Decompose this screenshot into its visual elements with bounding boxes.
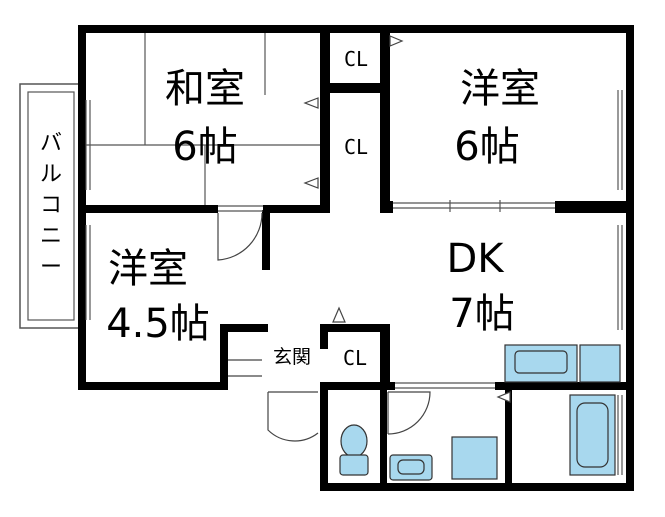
- yoshitsu-w-name: 洋室: [108, 246, 188, 292]
- balcony-char-3: コ: [40, 193, 62, 218]
- yoshitsu-ne-size: 6帖: [454, 124, 519, 170]
- washitsu-name: 和室: [165, 66, 245, 112]
- washitsu-size: 6帖: [172, 124, 237, 170]
- genkan-label: 玄関: [273, 346, 311, 368]
- closet-arrows: [303, 35, 511, 403]
- kitchen-sink-icon: [504, 344, 578, 383]
- washing-machine-pan-icon: [451, 436, 498, 480]
- walls: [78, 25, 634, 491]
- balcony-label: バ ル コ ニ ー: [40, 131, 62, 280]
- dk-name: DK: [446, 236, 505, 282]
- closet-label-3: CL: [343, 346, 367, 370]
- closet-label-1: CL: [344, 47, 368, 71]
- balcony-char-2: ル: [40, 162, 62, 187]
- yoshitsu-w-size: 4.5帖: [106, 301, 210, 347]
- balcony-char-5: ー: [40, 255, 62, 280]
- toilet-icon: [339, 424, 369, 476]
- door-swings: [217, 212, 431, 442]
- dk-size: 7帖: [449, 291, 514, 337]
- openings: [85, 90, 623, 475]
- closet-label-2: CL: [344, 135, 368, 159]
- bathtub-icon: [569, 394, 616, 476]
- washbasin-icon: [389, 454, 433, 481]
- balcony-char-1: バ: [40, 131, 62, 156]
- stove-icon: [579, 344, 621, 383]
- yoshitsu-ne-name: 洋室: [460, 66, 540, 112]
- tatami-lines: [85, 30, 325, 205]
- balcony-char-4: ニ: [40, 224, 62, 249]
